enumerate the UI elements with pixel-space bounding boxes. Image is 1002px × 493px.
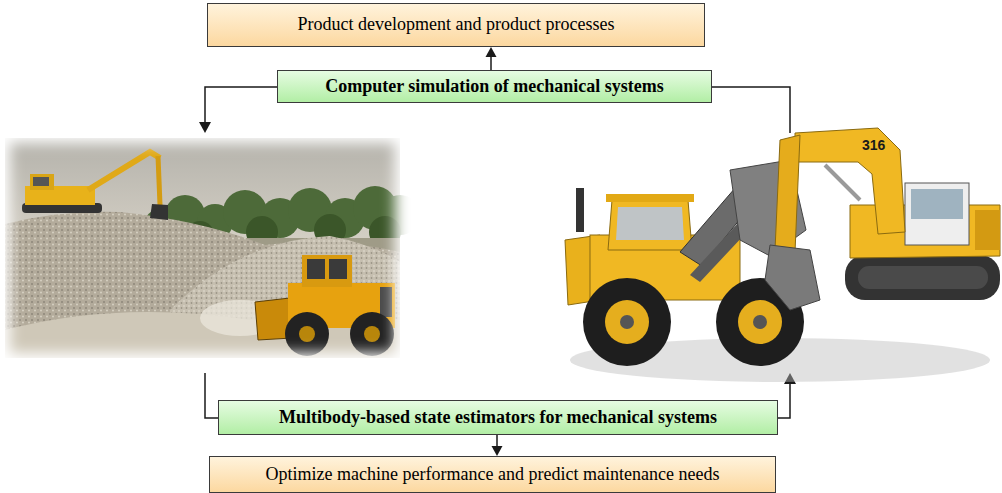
quarry-photo-part xyxy=(302,255,352,287)
quarry-photo-part xyxy=(350,312,394,356)
connector-arrow xyxy=(486,47,497,70)
loop-line-part xyxy=(205,373,218,418)
quarry-photo-part xyxy=(364,326,380,342)
process-box: Multibody-based state estimators for mec… xyxy=(218,400,778,435)
quarry-photo xyxy=(5,138,420,358)
quarry-photo-part xyxy=(380,287,392,317)
text-stack: Optimize machine performance and predict… xyxy=(266,464,720,486)
machines-illustration-part xyxy=(583,278,671,366)
quarry-photo-part xyxy=(33,177,49,186)
quarry-photo-part xyxy=(30,174,54,190)
quarry-photo-part xyxy=(150,204,168,220)
machines-illustration-part xyxy=(858,266,988,289)
quarry-photo-part xyxy=(329,259,347,279)
process-box: Computer simulation of mechanical system… xyxy=(277,70,712,103)
connector-arrow xyxy=(492,435,503,456)
machines-illustration-part xyxy=(765,245,820,310)
text-stack: Multibody-based state estimators for mec… xyxy=(279,407,717,429)
loop-line-part xyxy=(712,87,790,133)
outcome-box: Optimize machine performance and predict… xyxy=(209,456,776,493)
box-text: Optimize machine performance and predict… xyxy=(266,464,720,486)
quarry-photo-part xyxy=(299,326,315,342)
machines-illustration-part xyxy=(775,135,800,252)
machines-illustration-part xyxy=(576,188,584,232)
model-number: 316 xyxy=(862,138,885,152)
arrow-head xyxy=(492,446,503,456)
arrow-head xyxy=(486,47,497,57)
connector-line xyxy=(490,55,492,70)
machines-illustration-part xyxy=(753,315,767,329)
quarry-photo-part xyxy=(285,312,329,356)
quarry-photo-part xyxy=(158,156,160,205)
machines-illustration-part xyxy=(620,315,634,329)
machines-illustration-part xyxy=(905,183,969,245)
machines-illustration-part xyxy=(608,200,692,250)
machines-illustration-part xyxy=(606,194,694,202)
machines-illustration-part xyxy=(825,165,860,200)
box-text: Product development and product processe… xyxy=(298,14,615,36)
machines-illustration-part xyxy=(795,128,905,234)
outcome-box: Product development and product processe… xyxy=(207,3,705,47)
quarry-photo-part xyxy=(88,152,160,190)
text-stack: Computer simulation of mechanical system… xyxy=(325,76,664,98)
machines-illustration-part xyxy=(845,255,1000,300)
quarry-photo-part xyxy=(5,212,400,358)
quarry-photo-part xyxy=(5,138,400,358)
loop-line-part xyxy=(778,382,790,418)
machines-illustration-part xyxy=(975,210,1000,250)
box-text: Multibody-based state estimators for mec… xyxy=(279,407,717,429)
machines-illustration-part xyxy=(605,300,649,344)
machines-illustration-part xyxy=(738,300,782,344)
arrow-head xyxy=(199,122,211,133)
loop-line-part xyxy=(205,87,277,124)
machines-illustration-part xyxy=(616,207,684,240)
box-text: Computer simulation of mechanical system… xyxy=(325,76,664,98)
machines-illustration xyxy=(565,128,1000,382)
text-stack: Product development and product processe… xyxy=(298,14,615,36)
quarry-photo-part xyxy=(307,259,325,279)
machines-illustration-part xyxy=(911,189,963,219)
